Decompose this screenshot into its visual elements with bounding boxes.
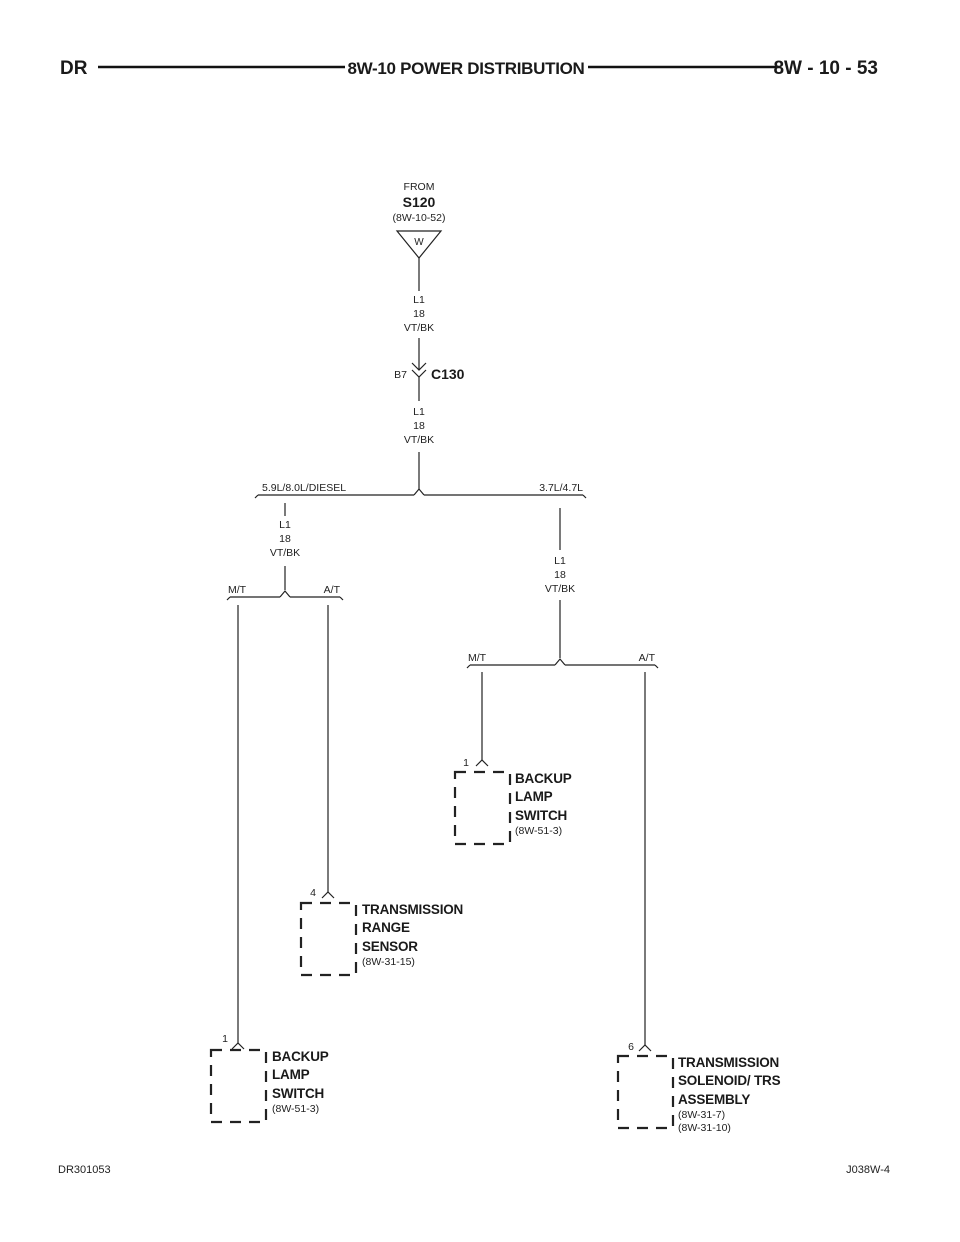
wire-label-right: L1 18 VT/BK	[545, 555, 575, 595]
component-ref-2: (8W-31-10)	[678, 1122, 731, 1134]
splice-ref: (8W-10-52)	[393, 212, 446, 224]
component-name-line-2: LAMP	[515, 789, 553, 804]
connector-chevron-lower	[411, 369, 427, 378]
pin-number: 4	[310, 887, 316, 899]
branch-tick-right	[582, 494, 587, 499]
right-branch-tick-a	[466, 664, 471, 669]
right-branch-mt-label: M/T	[468, 652, 487, 664]
pin-terminal-icon	[475, 759, 489, 767]
pin-number: 6	[628, 1041, 634, 1053]
wire-label-top: L1 18 VT/BK	[404, 294, 434, 334]
pin-terminal-icon	[638, 1044, 652, 1052]
component-name-line-1: TRANSMISSION	[678, 1055, 779, 1070]
component-box	[453, 770, 512, 846]
branch-tick-left	[254, 494, 259, 499]
component-ref: (8W-31-15)	[362, 956, 415, 968]
wire-left-circuit: L1	[279, 519, 291, 531]
backup-lamp-switch-right: 1 BACKUP LAMP SWITCH (8W-51-3)	[453, 757, 572, 846]
wire-mid-gauge: 18	[413, 420, 425, 432]
header-left: DR	[60, 58, 88, 79]
source-splice: FROM S120 (8W-10-52) W	[393, 181, 446, 259]
pin-terminal-icon	[321, 891, 335, 899]
connector-pin: B7	[394, 369, 407, 381]
transmission-range-sensor: 4 TRANSMISSION RANGE SENSOR (8W-31-15)	[299, 887, 463, 977]
left-branch-tick-a	[226, 596, 231, 601]
transmission-solenoid-trs-assembly: 6 TRANSMISSION SOLENOID/ TRS ASSEMBLY (8…	[616, 1041, 781, 1134]
page-title: 8W-10 POWER DISTRIBUTION	[347, 59, 584, 78]
splice-triangle	[395, 230, 443, 259]
left-branch-mt-label: M/T	[228, 584, 247, 596]
from-label: FROM	[404, 181, 435, 193]
component-name-line-1: BACKUP	[272, 1049, 329, 1064]
footer-right: J038W-4	[846, 1164, 890, 1176]
component-box	[209, 1048, 268, 1124]
component-name-line-1: TRANSMISSION	[362, 902, 463, 917]
splice-name: S120	[403, 194, 436, 210]
right-branch-tick-b	[654, 664, 659, 669]
wire-label-left: L1 18 VT/BK	[270, 519, 300, 559]
pin-number: 1	[222, 1033, 228, 1045]
engine-branch: 5.9L/8.0L/DIESEL 3.7L/4.7L	[254, 482, 587, 499]
branch-engine-left-label: 5.9L/8.0L/DIESEL	[262, 482, 346, 494]
component-name-line-3: SWITCH	[272, 1086, 324, 1101]
pin-terminal-icon	[231, 1042, 245, 1050]
right-trans-branch: M/T A/T	[466, 652, 659, 669]
component-name-line-2: LAMP	[272, 1067, 310, 1082]
right-branch-at-label: A/T	[639, 652, 656, 664]
left-branch-at-label: A/T	[324, 584, 341, 596]
branch-engine-right-label: 3.7L/4.7L	[539, 482, 583, 494]
component-ref: (8W-51-3)	[515, 825, 562, 837]
wire-mid-color: VT/BK	[404, 434, 434, 446]
wire-label-mid: L1 18 VT/BK	[404, 406, 434, 446]
component-name-line-3: ASSEMBLY	[678, 1092, 750, 1107]
component-ref-1: (8W-31-7)	[678, 1109, 725, 1121]
left-branch-apex	[279, 590, 291, 598]
component-ref: (8W-51-3)	[272, 1103, 319, 1115]
wire-top-color: VT/BK	[404, 322, 434, 334]
component-name-line-3: SWITCH	[515, 808, 567, 823]
component-box	[616, 1054, 675, 1130]
left-branch-tick-b	[339, 596, 344, 601]
backup-lamp-switch-left: 1 BACKUP LAMP SWITCH (8W-51-3)	[209, 1033, 329, 1124]
wire-right-color: VT/BK	[545, 583, 575, 595]
component-name-line-2: SOLENOID/ TRS	[678, 1073, 781, 1088]
connector-chevron-upper	[411, 362, 427, 371]
left-trans-branch: M/T A/T	[226, 584, 344, 601]
wire-mid-circuit: L1	[413, 406, 425, 418]
right-branch-apex	[554, 658, 566, 666]
page-header: DR 8W-10 POWER DISTRIBUTION 8W - 10 - 53	[60, 58, 878, 79]
wire-left-color: VT/BK	[270, 547, 300, 559]
component-name-line-1: BACKUP	[515, 771, 572, 786]
wire-right-gauge: 18	[554, 569, 566, 581]
pin-number: 1	[463, 757, 469, 769]
wire-right-circuit: L1	[554, 555, 566, 567]
header-right: 8W - 10 - 53	[773, 58, 878, 79]
wire-top-gauge: 18	[413, 308, 425, 320]
wire-left-gauge: 18	[279, 533, 291, 545]
connector-c130: B7 C130	[394, 362, 465, 382]
connector-letter: W	[414, 237, 424, 248]
branch-apex	[413, 488, 425, 496]
footer-left: DR301053	[58, 1164, 111, 1176]
wire-top-circuit: L1	[413, 294, 425, 306]
component-name-line-2: RANGE	[362, 920, 410, 935]
component-name-line-3: SENSOR	[362, 939, 418, 954]
connector-name: C130	[431, 366, 465, 382]
component-box	[299, 901, 358, 977]
